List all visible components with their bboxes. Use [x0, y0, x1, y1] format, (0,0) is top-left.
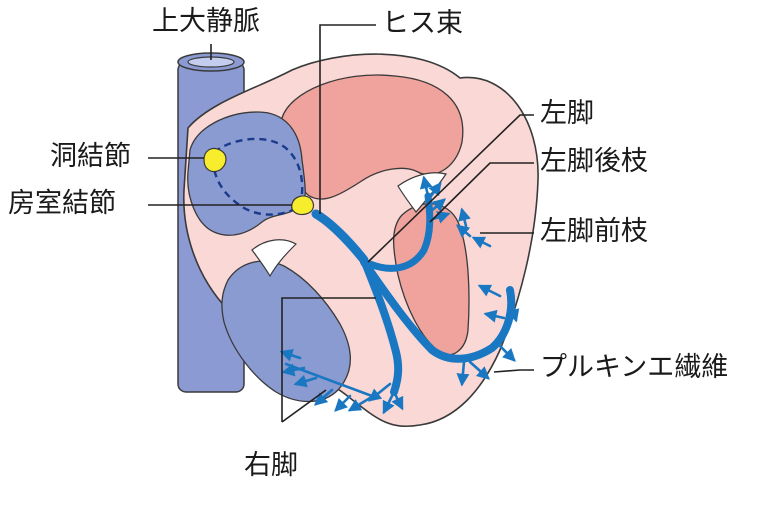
label-left-bundle: 左脚 [540, 98, 594, 129]
right-bundle-path [360, 256, 403, 396]
fiber-trunk [284, 362, 374, 398]
fiber [391, 390, 404, 411]
label-sa-node: 洞結節 [50, 141, 131, 172]
fiber [468, 360, 490, 380]
fiber [456, 360, 470, 387]
fiber [382, 390, 396, 415]
fiber [334, 394, 352, 412]
leader-right-bundle-1 [281, 297, 376, 422]
av-node [291, 195, 315, 216]
leader-his [319, 24, 376, 214]
leader-right-bundle-2 [281, 389, 327, 423]
fiber [419, 175, 433, 198]
label-superior-vena-cava: 上大静脈 [152, 6, 260, 37]
fiber [293, 374, 318, 388]
label-purkinje-fibers: プルキンエ繊維 [540, 352, 729, 383]
fiber [506, 298, 520, 323]
fiber [477, 284, 502, 298]
his-bundle-path [311, 209, 369, 265]
right-ventricle [221, 260, 351, 403]
internodal-pathway [212, 137, 304, 216]
fiber [456, 224, 472, 238]
label-his-bundle: ヒス束 [382, 8, 463, 39]
fiber [483, 309, 506, 323]
leader-left-posterior [429, 162, 534, 223]
leader-purkinje [493, 369, 534, 373]
label-right-bundle: 右脚 [244, 450, 298, 481]
fiber [428, 198, 446, 214]
fiber [347, 396, 372, 412]
tricuspid-valve [251, 239, 297, 278]
left-bundle-path [360, 258, 516, 363]
sa-node [203, 147, 227, 173]
leader-lines [148, 24, 534, 423]
fiber [426, 181, 442, 202]
fiber [279, 349, 302, 362]
fiber [367, 382, 392, 402]
fiber [496, 342, 516, 362]
fiber [471, 236, 492, 249]
label-av-node: 房室結節 [8, 188, 116, 219]
label-left-posterior-branch: 左脚後枝 [540, 146, 648, 177]
fiber [314, 388, 334, 406]
fiber [458, 207, 471, 228]
conduction-system [279, 175, 520, 415]
leader-left-bundle [367, 114, 534, 263]
label-left-anterior-branch: 左脚前枝 [540, 216, 648, 247]
purkinje-fibers [279, 175, 520, 415]
